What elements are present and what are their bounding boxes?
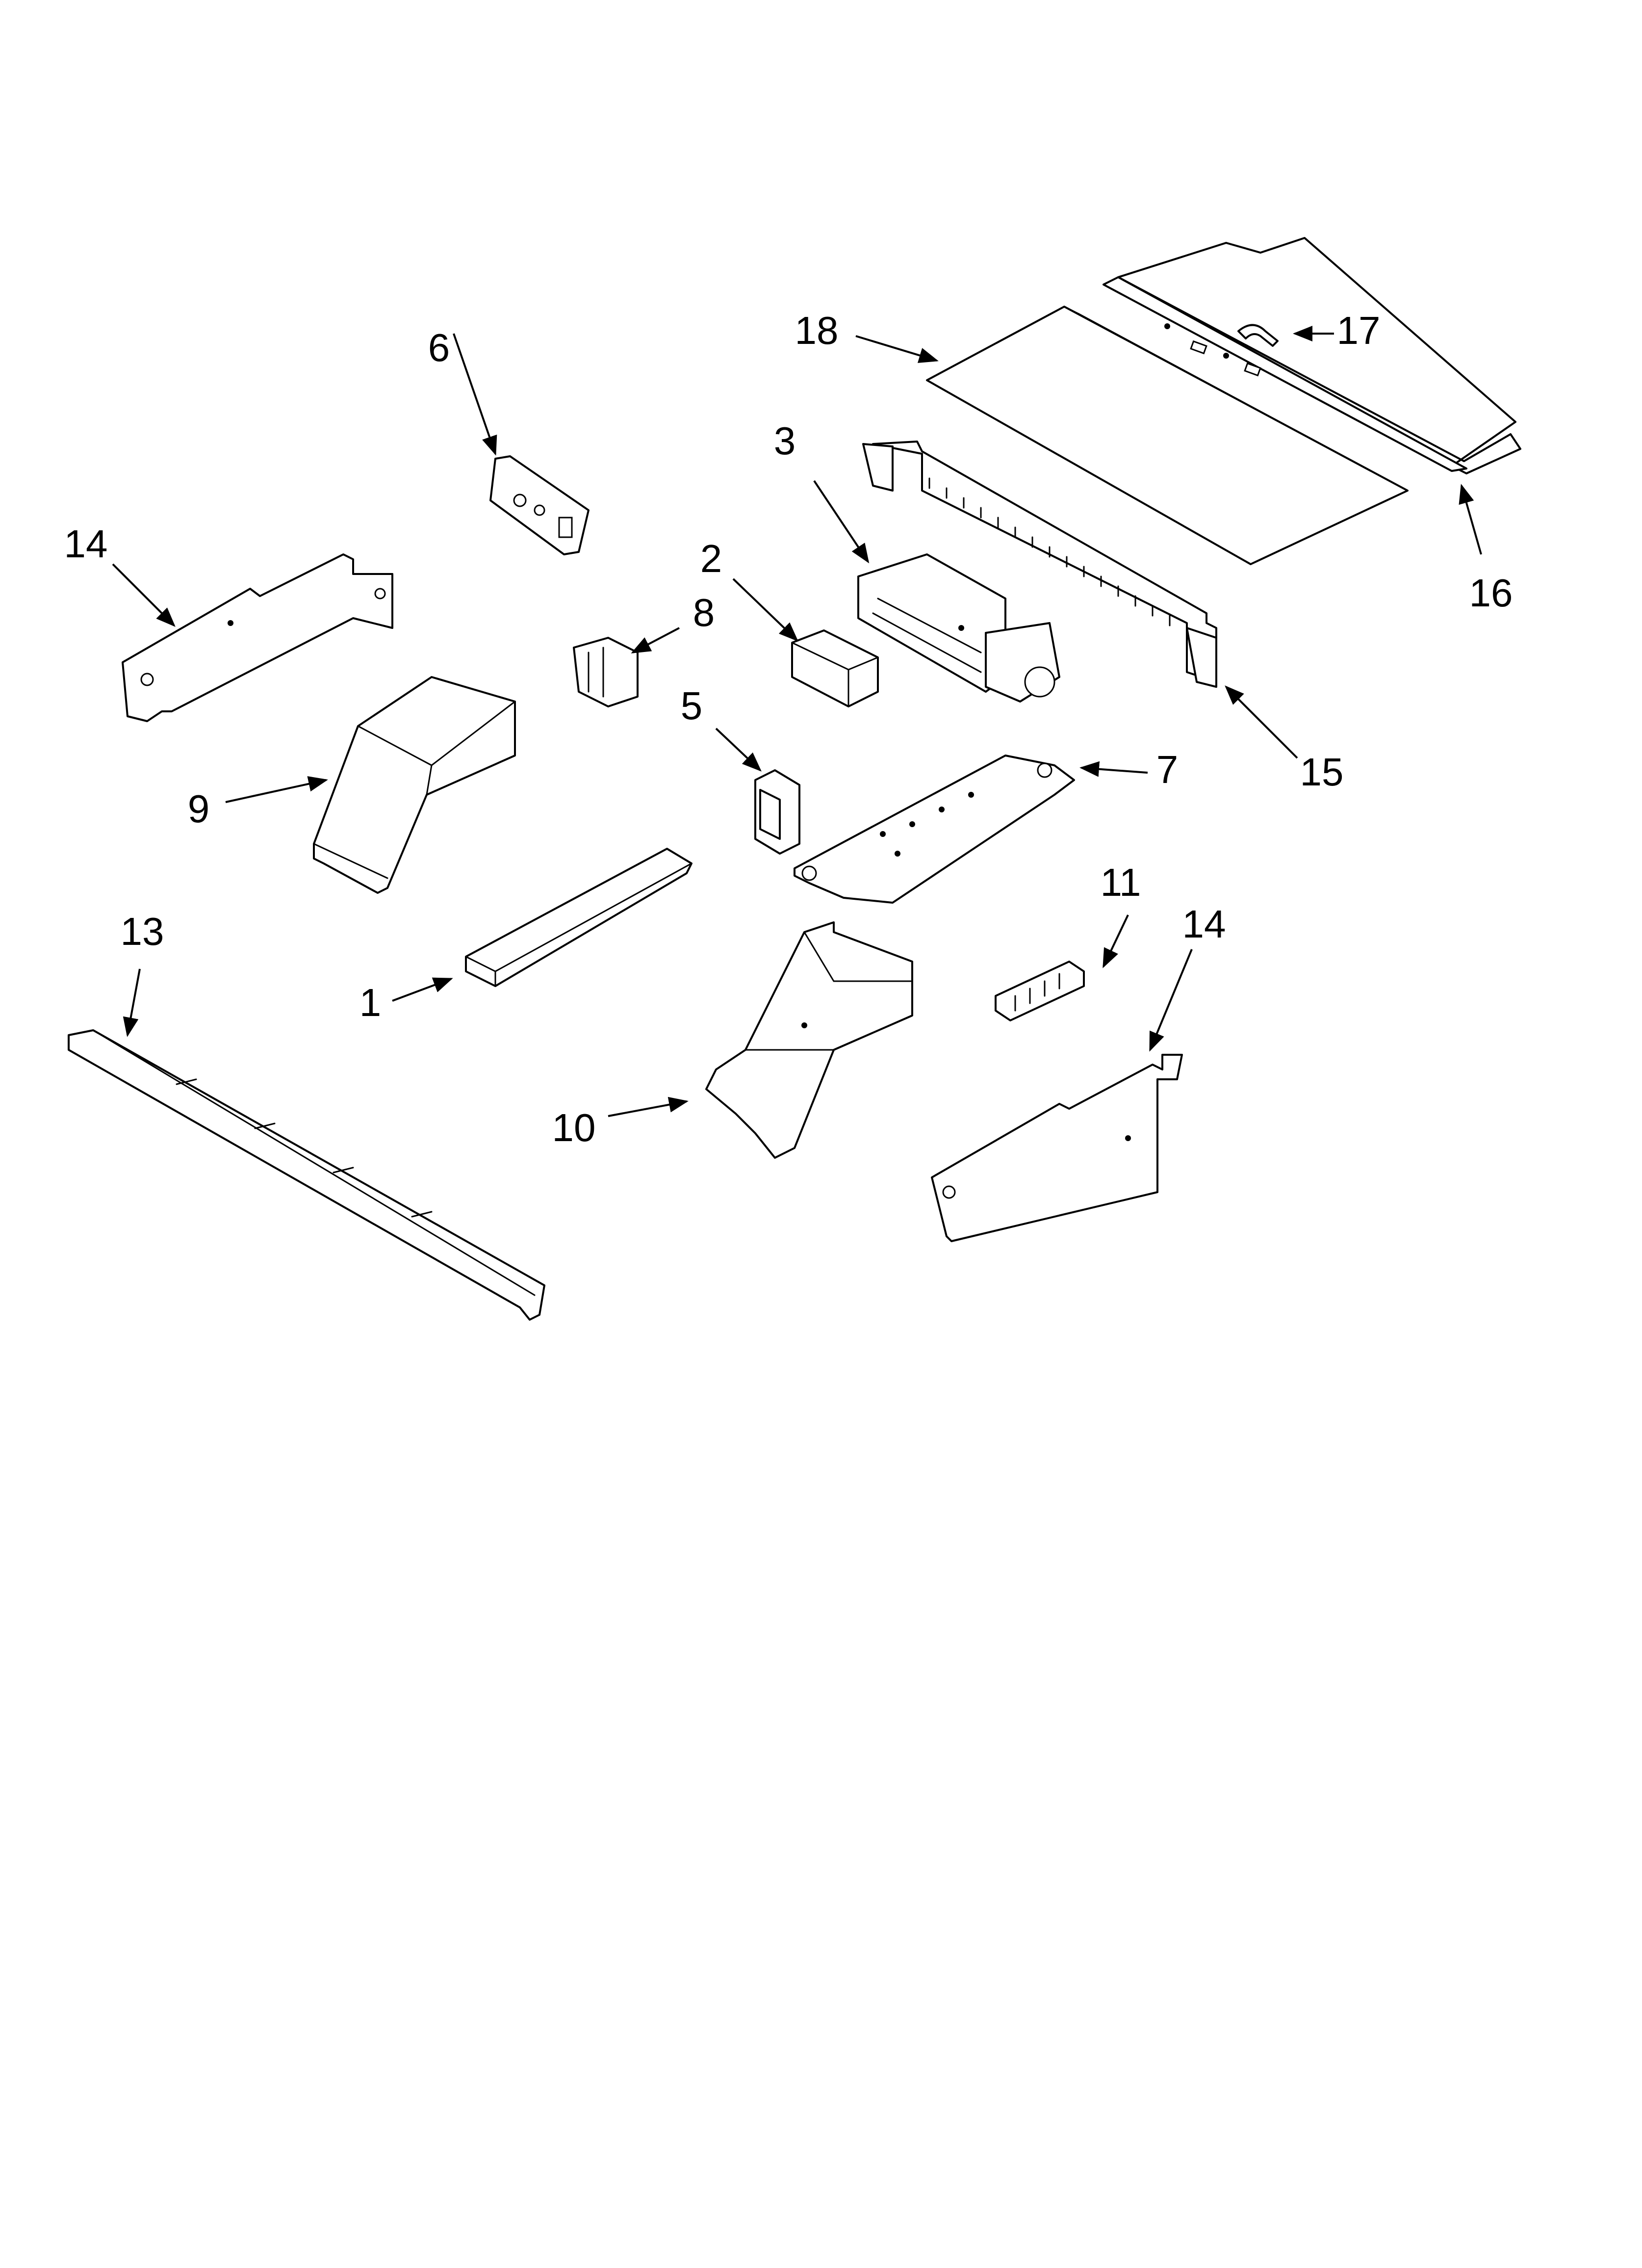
callout-3: 3 (774, 419, 796, 463)
part-11-terminal (995, 961, 1085, 1021)
part-15-rail (862, 441, 1217, 688)
callout-14-left: 14 (64, 522, 108, 566)
part-10-shroud (705, 921, 913, 1159)
callouts: 6 18 17 16 3 14 2 8 15 9 5 7 13 11 14 1 … (64, 309, 1513, 1149)
part-8-transformer (573, 637, 639, 707)
callout-5: 5 (681, 684, 703, 728)
part-13-trim (68, 1029, 545, 1321)
part-14-left-bracket (122, 553, 393, 722)
callout-9: 9 (188, 787, 210, 831)
part-18-panel (926, 306, 1409, 565)
callout-1: 1 (359, 981, 382, 1024)
part-3-motor (857, 553, 1060, 703)
part-5-switch (754, 769, 800, 855)
callout-18: 18 (795, 309, 839, 352)
callout-15: 15 (1300, 750, 1344, 794)
part-16-panel (1103, 237, 1521, 474)
part-14-right-bracket (931, 1054, 1183, 1242)
callout-2: 2 (700, 537, 722, 580)
part-9-duct (313, 676, 516, 894)
callout-6: 6 (428, 326, 450, 369)
callout-13: 13 (121, 910, 164, 953)
part-7-bracket (794, 755, 1075, 904)
callout-10: 10 (552, 1106, 596, 1149)
leader-lines (112, 326, 1482, 1117)
part-1-channel (465, 848, 693, 987)
callout-14-right: 14 (1182, 902, 1226, 946)
part-6-plate (489, 455, 590, 555)
part-2-block (791, 629, 879, 707)
callout-7: 7 (1156, 748, 1179, 791)
callout-17: 17 (1337, 309, 1381, 352)
callout-16: 16 (1469, 571, 1513, 615)
callout-8: 8 (693, 591, 715, 634)
callout-11: 11 (1100, 860, 1141, 904)
part-17-clip (1237, 324, 1279, 347)
